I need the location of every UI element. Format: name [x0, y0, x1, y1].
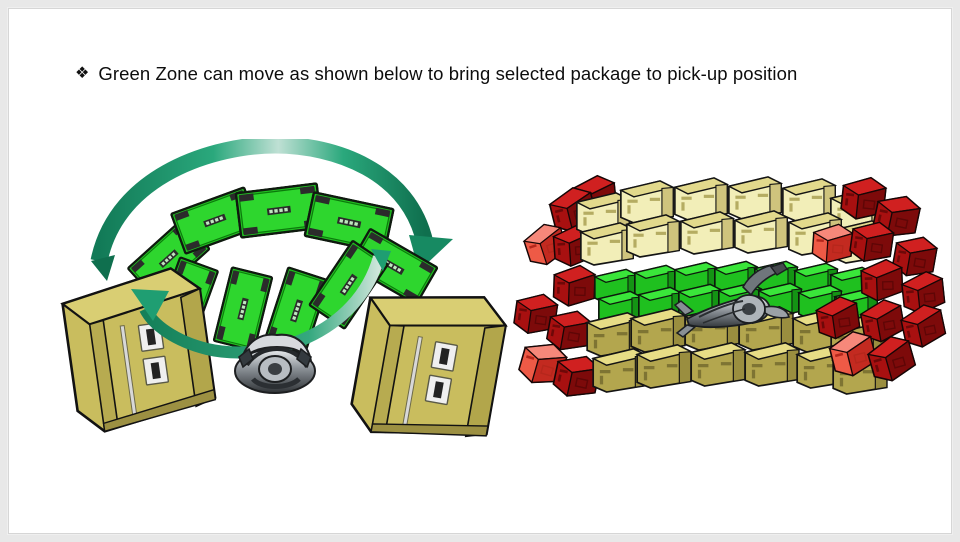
pick-up-robot-mechanism[interactable] [673, 262, 790, 338]
storage-carousel-diagram [507, 159, 953, 439]
red-package[interactable] [859, 258, 904, 302]
return-path-arrow [131, 249, 391, 359]
red-package[interactable] [552, 263, 596, 308]
khaki-rack-right[interactable] [346, 276, 512, 439]
page-title: Green Zone can move as shown below to br… [98, 63, 798, 84]
diamond-bullet-icon: ❖ [75, 63, 90, 82]
pick-up-robot-mechanism[interactable] [234, 333, 316, 394]
bullet-line: ❖ Green Zone can move as shown below to … [75, 59, 875, 89]
rotating-green-zone-diagram [57, 139, 517, 439]
slide-canvas: ❖ Green Zone can move as shown below to … [8, 8, 952, 534]
